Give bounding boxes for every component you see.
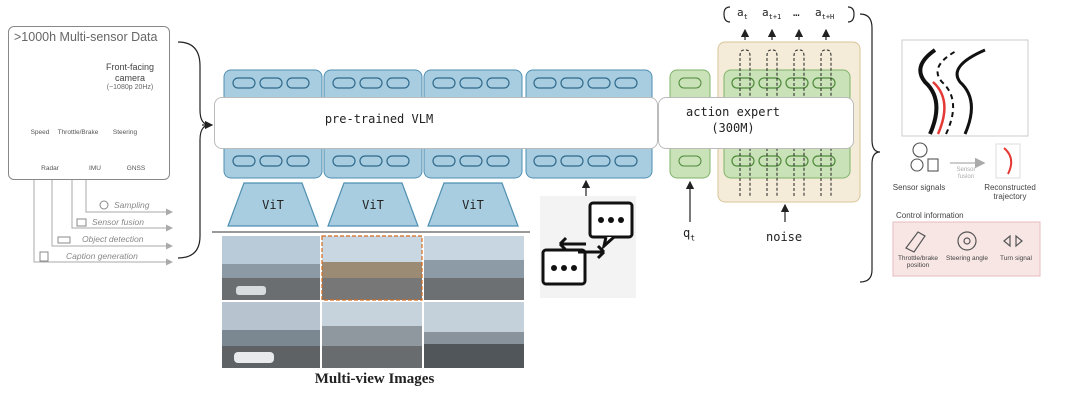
control-info-box [892, 221, 1041, 277]
pedal-icon [905, 231, 926, 253]
sensor-fusion-label: Sensor fusion [956, 167, 976, 180]
branch-sampling: Sampling [114, 200, 150, 210]
multi-view-images [212, 231, 530, 368]
sensor-label-speed: Speed [30, 129, 50, 136]
action-expert-label: action expert (300M) [658, 104, 808, 136]
control-info-title: Control information [896, 211, 964, 220]
imu-icon [910, 158, 924, 172]
action-expert-params: (300M) [711, 121, 755, 135]
turn-signal-icon [1003, 234, 1023, 248]
caption-icon [39, 251, 49, 262]
multi-view-caption: Multi-view Images [314, 371, 435, 387]
sensor-panel-title: >1000h Multi-sensor Data [14, 30, 158, 44]
action-label-3: at+H [815, 6, 835, 22]
steering-wheel-icon [957, 231, 977, 251]
vlm-bar [214, 97, 658, 149]
sensor-fusion-icon [76, 218, 87, 227]
control-throttle-label: Throttle/brake position [897, 255, 939, 269]
sensor-label-gnss: GNSS [126, 165, 146, 172]
vit-label-3: ViT [462, 198, 484, 212]
road-lanes-icon [918, 48, 986, 135]
action-expert-bar [658, 97, 854, 149]
reconstructed-trajectory-label: Reconstructed trajectory [984, 183, 1036, 201]
noise-label: noise [766, 230, 803, 244]
branch-sensor-fusion: Sensor fusion [92, 217, 144, 227]
action-expert-title: action expert [686, 105, 780, 119]
action-label-0: at [737, 6, 748, 22]
action-label-2: … [793, 6, 800, 19]
sensor-label-throttle: Throttle/Brake [57, 129, 99, 136]
vit-label-1: ViT [262, 198, 284, 212]
vit-blocks [227, 182, 519, 227]
sampling-icon [99, 200, 109, 210]
control-turn-label: Turn signal [1000, 255, 1032, 262]
control-steering-label: Steering angle [946, 255, 988, 262]
trajectory-curve-icon [1003, 147, 1013, 175]
speedometer-icon [912, 142, 928, 158]
branch-object-detection: Object detection [82, 234, 144, 244]
q-label: qt [683, 226, 696, 243]
sensor-signals-label: Sensor signals [892, 183, 946, 192]
right-brace [859, 13, 881, 283]
camera-label: Front-facing camera [105, 62, 155, 83]
vlm-label: pre-trained VLM [324, 112, 434, 126]
left-brace [177, 41, 211, 259]
gnss-icon [927, 158, 939, 172]
sensor-label-steering: Steering [112, 129, 138, 136]
chat-icon [540, 196, 636, 298]
object-detection-icon [57, 236, 71, 244]
action-label-1: at+1 [762, 6, 782, 22]
vit-label-2: ViT [362, 198, 384, 212]
sensor-label-imu: IMU [89, 165, 101, 172]
camera-sub: (~1080p 20Hz) [106, 84, 154, 91]
sensor-label-radar: Radar [41, 165, 59, 172]
branch-caption-generation: Caption generation [66, 251, 138, 261]
sensor-panel [8, 26, 170, 180]
vlm-token-ovals [232, 77, 638, 167]
